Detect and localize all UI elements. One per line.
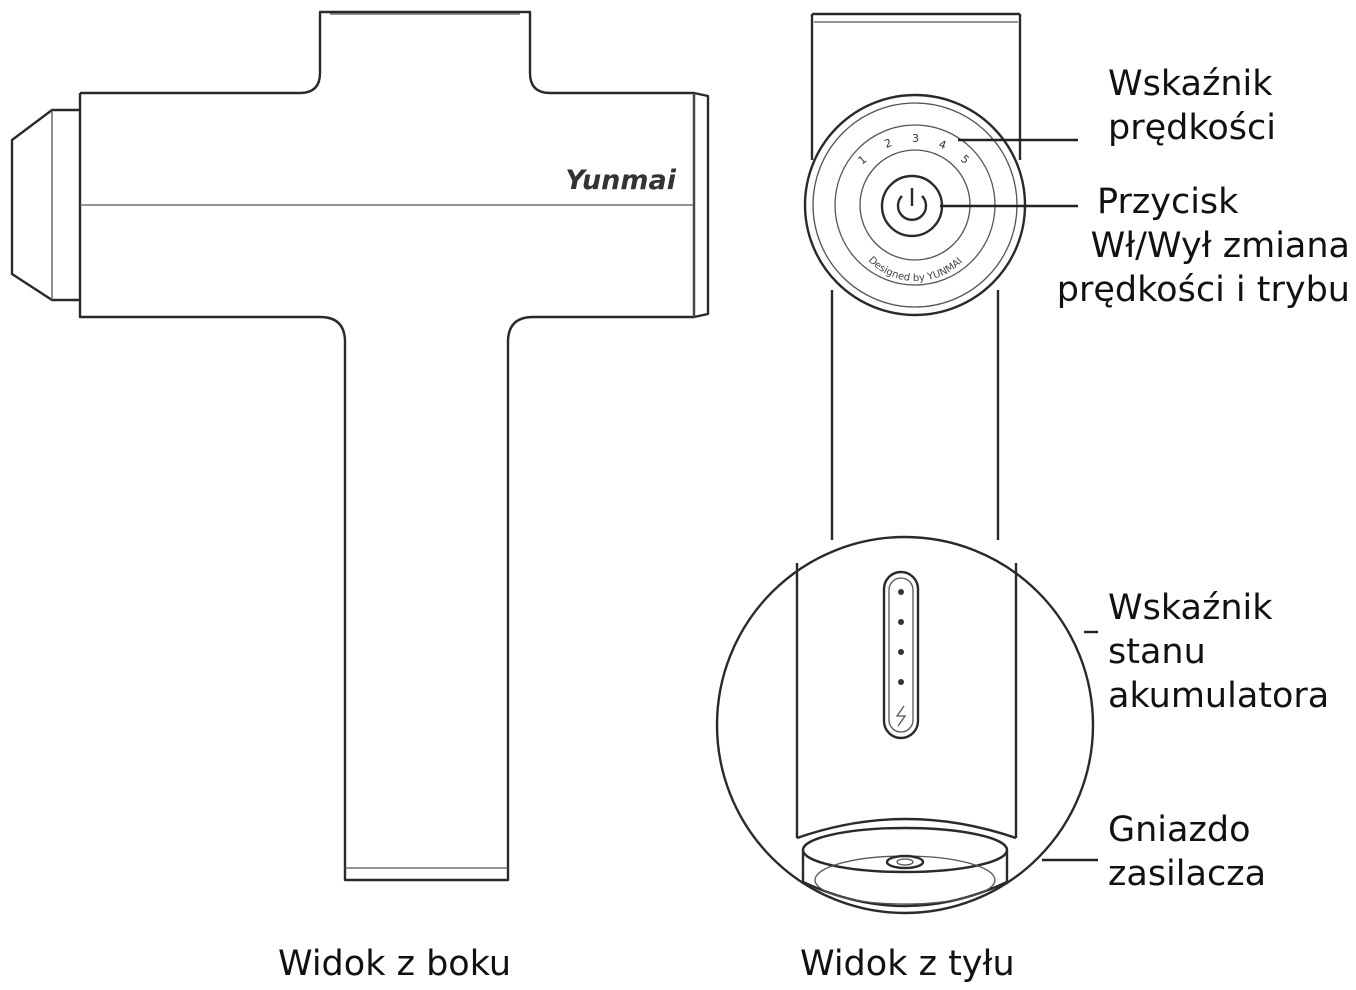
label-battery-indicator: Wskaźnik stanu akumulatora [1108,588,1330,716]
body-and-handle [78,93,694,882]
label-speed-indicator: Wskaźnik prędkości [1108,64,1276,148]
charging-icon [895,705,907,727]
back-view-device: 1 2 3 4 5 Designed by YUNMAI [715,12,1095,915]
caption-side-view: Widok z boku [278,944,512,984]
speed-mark-1: 1 [856,153,870,167]
side-view-device: Yunmai [10,10,710,882]
speed-mark-2: 2 [883,136,894,151]
back-handle [810,14,1022,160]
battery-indicator-panel [882,570,920,740]
power-socket [885,854,925,870]
massage-head [10,108,80,302]
rear-cap [692,91,710,319]
speed-mark-4: 4 [937,138,948,153]
brand-logo: Yunmai [565,165,676,196]
top-bump [80,10,694,95]
base-rim [796,817,1017,840]
battery-led-dots [898,589,904,685]
caption-back-view: Widok z tyłu [800,944,1015,984]
label-power-button: Przycisk Wł/Wył zmiana prędkości i trybu [1056,182,1350,310]
detail-magnifier [715,535,1095,915]
label-power-socket: Gniazdo zasilacza [1108,810,1267,894]
dial-engraving: Designed by YUNMAI [866,255,965,284]
speed-mark-5: 5 [958,152,972,166]
power-icon [896,188,928,221]
speed-mark-3: 3 [912,132,919,145]
